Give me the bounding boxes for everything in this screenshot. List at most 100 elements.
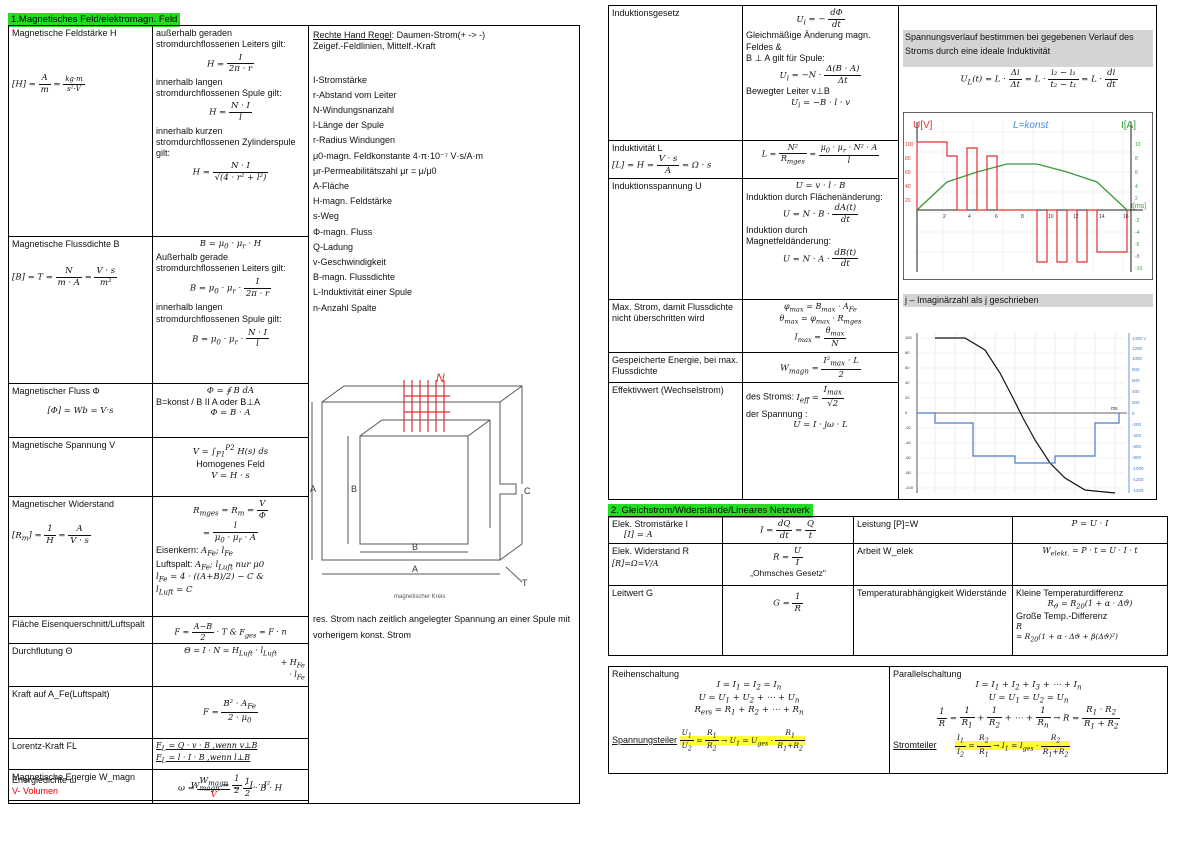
max-strom-formulas: φmax = Bmax · AFe θmax = φmax · Rmges Im…	[779, 302, 862, 348]
right-label: Leistung [P]=W	[857, 519, 919, 529]
circuit-table: Reihenschaltung I = I1 = I2 = In U = U1 …	[608, 666, 1168, 774]
g2-yr-tick: 1000	[1132, 356, 1143, 361]
legend-item: v-Geschwindigkeit	[313, 256, 387, 267]
ind-text-1: Gleichmäßige Änderung magn. Feldes &	[746, 30, 871, 52]
unit-formula: [Φ] = Wb = V·s	[47, 406, 114, 417]
g1-x-tick: 10	[1048, 214, 1054, 220]
parallelschaltung: Parallelschaltung I = I1 + I2 + I3 + ⋯ +…	[890, 667, 1167, 773]
graph1-u-label: U[V]	[913, 120, 933, 131]
v-text: Homogenes Feld	[196, 459, 265, 470]
row-label: Lorentz-Kraft FL	[12, 741, 78, 751]
u-text-2: Induktion durch Magnetfeldänderung:	[746, 225, 832, 247]
g2-yr-tick: 1200	[1132, 346, 1143, 351]
legend-item: I-Stromstärke	[313, 74, 368, 85]
unit-formula: [I] = A	[624, 530, 653, 541]
dim-a-bottom: A	[412, 564, 418, 574]
temp-label: Temperaturabhängigkeit Widerstände	[854, 586, 1012, 655]
g2-yr-tick: 200	[1132, 400, 1140, 405]
g2-y-tick: -100	[905, 485, 914, 490]
volumen-note: V- Volumen	[12, 786, 59, 797]
g1-yr-tick: 2	[1135, 196, 1138, 202]
unit-formula: [R]=Ω=V/A	[612, 559, 659, 569]
row-label: Magnetische Flussdichte B	[12, 239, 120, 249]
dim-b-left: B	[351, 484, 357, 494]
temp-small: Kleine Temperaturdifferenz	[1016, 588, 1124, 598]
res-note: res. Strom nach zeitlich angelegter Span…	[313, 614, 571, 640]
leistung-formula: P = U · I	[1071, 519, 1109, 529]
voltage-box: Spannungsverlauf bestimmen bei gegebenen…	[899, 5, 1157, 500]
b-formulas: B = μ0 · μr · H Außerhalb gerade stromdu…	[153, 237, 308, 383]
legend-item: Φ-magn. Fluss	[313, 226, 373, 237]
phi-formulas: Φ = ∮ B dA B=konst / B II A oder B⊥A Φ =…	[153, 384, 308, 437]
g2-yr-tick: 400	[1132, 389, 1140, 394]
h-text-3: innerhalb kurzen stromdurchflossenen Zyl…	[156, 125, 296, 159]
g2-y-tick: -40	[905, 440, 912, 445]
row-label: Induktionsspannung U	[612, 181, 702, 191]
reihen-title: Reihenschaltung	[612, 669, 680, 679]
row-induktionsspannung: Induktionsspannung U	[609, 179, 742, 299]
legend-item: B-magn. Flussdichte	[313, 272, 396, 283]
g1-yr-tick: -2	[1135, 218, 1140, 224]
legend-item: l-Länge der Spule	[313, 120, 385, 131]
graph-sine-square: 100 80 60 40 20 0 -20 -40 -60 -80 -100 1…	[905, 333, 1146, 494]
rhr-text: : Daumen-Strom(+ -> -)	[391, 30, 486, 40]
dim-b-bottom: B	[412, 542, 418, 552]
row-flaeche: Fläche Eisenquerschnitt/Luftspalt	[9, 617, 152, 643]
right-label: Arbeit W_elek	[857, 546, 914, 556]
v-formulas: V = ∫P1P2 H(s) ds Homogenes Feld V = H ·…	[153, 438, 308, 496]
phi-text: B=konst / B II A oder B⊥A	[156, 396, 261, 407]
legend-item: H-magn. Feldstärke	[313, 196, 393, 207]
rhr-title: Rechte Hand Regel	[313, 30, 392, 40]
row-energiedichte: Energiedichte ω V- Volumen	[9, 773, 151, 803]
g1-yr-tick: -8	[1135, 254, 1140, 260]
legend-item: r-Abstand vom Leiter	[313, 89, 397, 100]
rm-luft: Luftspalt:	[156, 558, 193, 569]
dim-a-left: A	[310, 484, 316, 494]
g2-yr-tick: -1400	[1132, 488, 1144, 493]
eff-text-1: des Stroms:	[746, 391, 795, 402]
ind-text-2: B ⊥ A gilt für Spule:	[746, 52, 825, 63]
g1-yr-tick: 8	[1135, 156, 1138, 162]
g2-x-label: ms	[1111, 406, 1118, 412]
g2-y-tick: 100	[905, 335, 912, 340]
coil-label: N	[436, 372, 445, 385]
h-text-1: außerhalb geraden stromdurchflossenen Le…	[156, 28, 286, 50]
row-label: Fläche Eisenquerschnitt/Luftspalt	[12, 619, 145, 629]
row-label: Magnetischer Fluss Φ	[12, 386, 100, 396]
row-label: Leitwert G	[612, 588, 654, 598]
row-max-strom: Max. Strom, damit Flussdichte nicht über…	[609, 300, 742, 352]
row-label: Kraft auf A_Fe(Luftspalt)	[12, 689, 110, 699]
ohm-note: „Ohmsches Gesetz"	[750, 568, 826, 579]
g1-yr-tick: 10	[1135, 142, 1141, 148]
g1-y-tick: 100	[905, 142, 914, 148]
row-leitwert: Leitwert G	[609, 586, 722, 655]
rightbox-title: Spannungsverlauf bestimmen bei gegebenen…	[905, 32, 1134, 56]
row-widerstand-elek: Elek. Widerstand R [R]=Ω=V/A	[609, 544, 722, 585]
parallel-title: Parallelschaltung	[893, 669, 962, 679]
dim-c: C	[524, 486, 531, 496]
row-kraft: Kraft auf A_Fe(Luftspalt)	[9, 687, 152, 738]
legend-item: μr-Permeabilitätszahl μr = μ/μ0	[313, 165, 437, 176]
g1-y-tick: 40	[905, 184, 911, 190]
g2-yr-tick: -400	[1132, 433, 1142, 438]
row-label: Magnetische Energie W_magn	[12, 772, 136, 782]
g2-yr-tick: -600	[1132, 444, 1142, 449]
g2-y-tick: -20	[905, 425, 912, 430]
graph1-l-label: L=konst	[1013, 120, 1050, 131]
row-fluss: Magnetischer Fluss Φ [Φ] = Wb = V·s	[9, 384, 152, 437]
g2-yr-tick: 800	[1132, 367, 1140, 372]
g1-x-tick: 4	[968, 214, 971, 220]
